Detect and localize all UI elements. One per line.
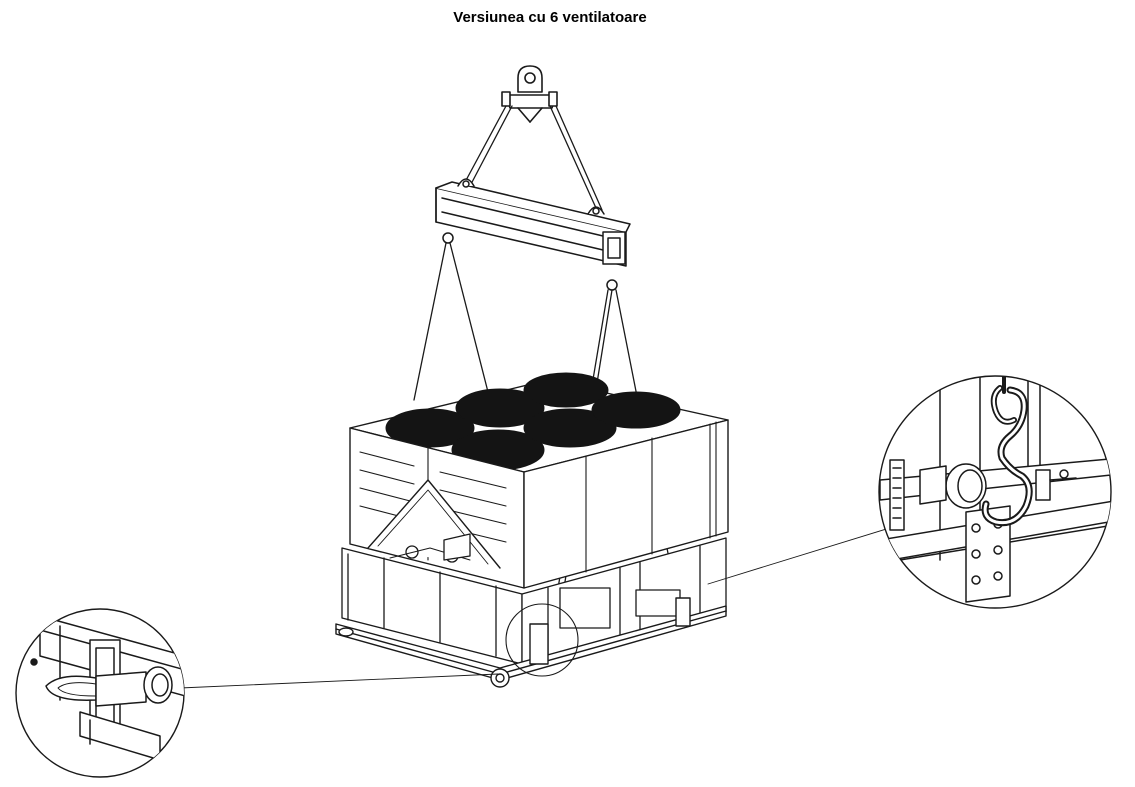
shackle-detail-icon [15, 608, 185, 778]
top-shackle [501, 65, 558, 123]
upper-slings [463, 105, 603, 211]
condenser-fans [385, 372, 681, 471]
leader-lines [179, 525, 897, 689]
spreader-beam [435, 178, 631, 291]
page-title: Versiunea cu 6 ventilatoare [453, 9, 647, 26]
chiller-unit [335, 372, 729, 688]
hook-detail-icon [878, 375, 1112, 609]
